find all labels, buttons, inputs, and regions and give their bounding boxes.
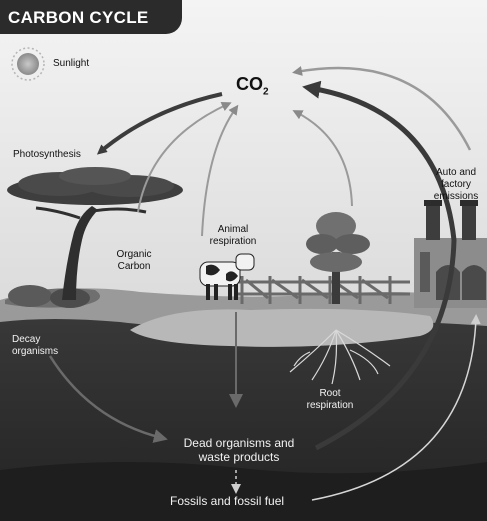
co2-label: CO2	[236, 74, 269, 98]
sky-background	[0, 0, 487, 300]
grass-island	[130, 308, 434, 347]
co2-subscript: 2	[263, 86, 269, 98]
decay-organisms-label: Decay organisms	[12, 334, 58, 358]
photosynthesis-label: Photosynthesis	[13, 149, 81, 160]
auto-emissions-label: Auto and factory emissions	[425, 167, 487, 203]
root-respiration-line-2: respiration	[306, 400, 354, 411]
decay-organisms-line-2: organisms	[12, 346, 59, 357]
fence-illustration	[238, 276, 410, 304]
auto-emissions-line-2: factory	[440, 179, 471, 190]
dead-organisms-line-2: waste products	[198, 450, 280, 464]
cow-illustration	[199, 253, 255, 300]
auto-emissions-line-3: emissions	[433, 191, 479, 202]
co2-main-text: CO	[236, 74, 263, 94]
organic-carbon-label: Organic Carbon	[108, 249, 160, 273]
dead-organisms-line-1: Dead organisms and	[183, 436, 295, 450]
page-title: CARBON CYCLE	[8, 8, 149, 27]
sunlight-label: Sunlight	[53, 58, 90, 69]
acacia-tree	[7, 167, 183, 300]
fossil-layer	[0, 461, 487, 521]
animal-respiration-label: Animal respiration	[202, 224, 264, 248]
flow-arrows	[48, 66, 481, 501]
root-respiration-label: Root respiration	[298, 388, 362, 412]
root-respiration-line-1: Root	[319, 388, 341, 399]
cedar-tree	[306, 212, 370, 304]
organic-carbon-line-1: Organic	[116, 249, 152, 260]
fossils-label: Fossils and fossil fuel	[170, 494, 285, 508]
title-banner: CARBON CYCLE	[0, 0, 182, 34]
animal-respiration-line-1: Animal	[217, 224, 249, 235]
auto-emissions-line-1: Auto and	[435, 167, 477, 178]
decay-organisms-line-1: Decay	[12, 334, 41, 345]
dead-organisms-label: Dead organisms and waste products	[164, 436, 314, 464]
sun-icon	[11, 47, 45, 81]
tree-roots	[289, 329, 391, 385]
animal-respiration-line-2: respiration	[209, 236, 257, 247]
organic-carbon-line-2: Carbon	[117, 261, 151, 272]
